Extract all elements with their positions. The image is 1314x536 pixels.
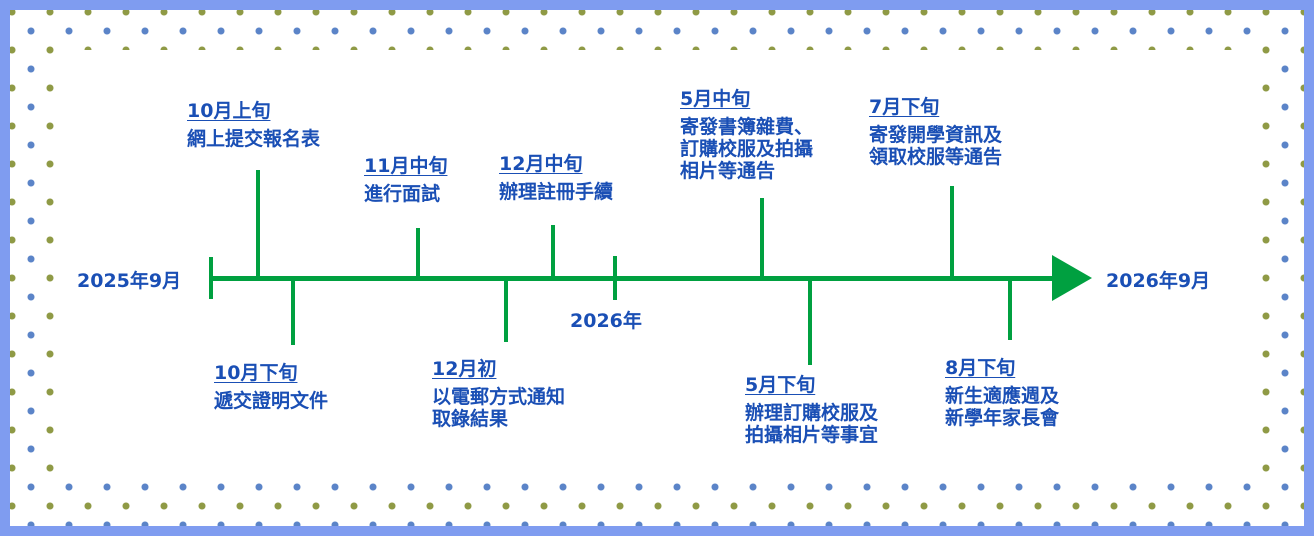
tick-event-1 — [256, 170, 260, 278]
tick-event-3 — [416, 228, 420, 278]
event-5: 12月中旬辦理註冊手續 — [499, 153, 613, 203]
tick-event-6 — [760, 198, 764, 278]
tick-event-9 — [1008, 278, 1012, 340]
year-tick — [613, 256, 617, 300]
event-7: 5月下旬辦理訂購校服及 拍攝相片等事宜 — [745, 374, 878, 446]
arrow-head-icon — [1052, 255, 1092, 301]
event-8: 7月下旬寄發開學資訊及 領取校服等通告 — [869, 96, 1002, 168]
event-date: 11月中旬 — [364, 155, 448, 177]
event-date: 10月下旬 — [214, 362, 298, 384]
event-desc: 進行面試 — [364, 183, 441, 205]
tick-event-7 — [808, 278, 812, 365]
event-3: 11月中旬進行面試 — [364, 155, 447, 205]
event-6: 5月中旬寄發書簿雜費、 訂購校服及拍攝 相片等通告 — [680, 88, 813, 182]
event-date: 8月下旬 — [945, 357, 1016, 379]
event-date: 12月中旬 — [499, 153, 583, 175]
event-date: 12月初 — [432, 358, 497, 380]
tick-event-2 — [291, 278, 295, 345]
event-desc: 辦理訂購校服及 拍攝相片等事宜 — [745, 402, 879, 446]
event-desc: 辦理註冊手續 — [499, 181, 614, 203]
event-desc: 遞交證明文件 — [214, 390, 329, 412]
start-tick — [209, 257, 213, 299]
event-desc: 寄發開學資訊及 領取校服等通告 — [869, 124, 1003, 168]
end-label: 2026年9月 — [1106, 270, 1211, 292]
tick-event-8 — [950, 186, 954, 278]
event-desc: 新生適應週及 新學年家長會 — [945, 385, 1060, 429]
event-4: 12月初以電郵方式通知 取錄結果 — [432, 358, 565, 430]
event-date: 5月下旬 — [745, 374, 816, 396]
event-date: 7月下旬 — [869, 96, 940, 118]
event-date: 5月中旬 — [680, 88, 751, 110]
year-label: 2026年 — [570, 310, 642, 332]
tick-event-5 — [551, 225, 555, 278]
event-desc: 以電郵方式通知 取錄結果 — [432, 386, 566, 430]
event-desc: 網上提交報名表 — [187, 128, 321, 150]
timeline-axis — [210, 276, 1058, 281]
event-desc: 寄發書簿雜費、 訂購校服及拍攝 相片等通告 — [680, 116, 814, 182]
event-9: 8月下旬新生適應週及 新學年家長會 — [945, 357, 1059, 429]
event-date: 10月上旬 — [187, 100, 271, 122]
start-label: 2025年9月 — [77, 270, 182, 292]
event-2: 10月下旬遞交證明文件 — [214, 362, 328, 412]
event-1: 10月上旬網上提交報名表 — [187, 100, 320, 150]
tick-event-4 — [504, 278, 508, 342]
